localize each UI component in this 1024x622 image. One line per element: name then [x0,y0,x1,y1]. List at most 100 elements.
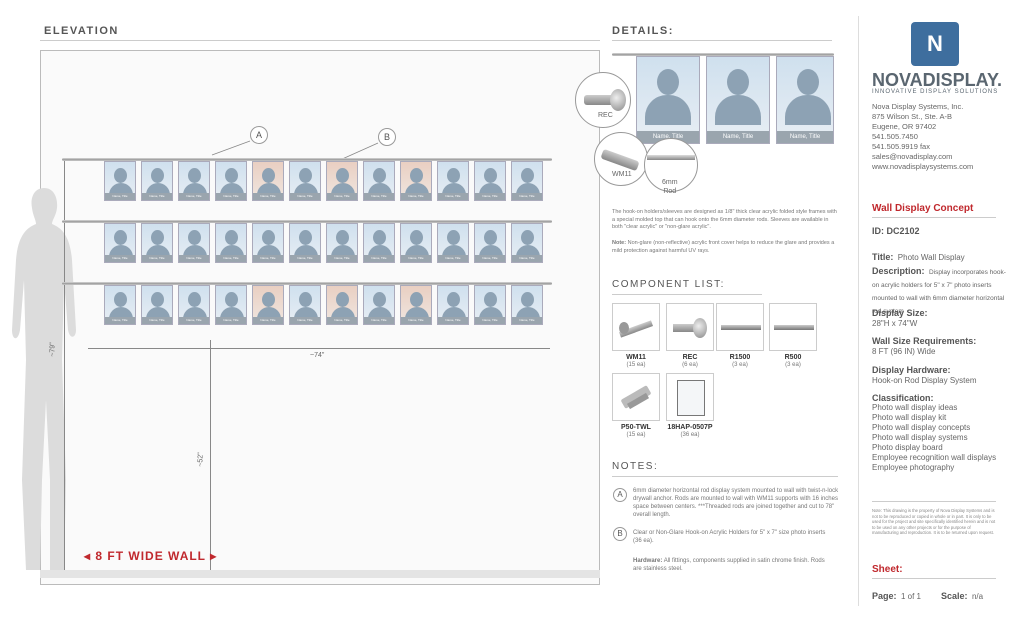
photo-holder: Name, Title [104,223,136,263]
photo-holder: Name, Title [400,223,432,263]
photo-caption: Name, Title [438,193,468,200]
photo-caption: Name, Title [142,317,172,324]
title-row: Title: Photo Wall Display [872,247,1002,265]
r1500-qty: (3 ea) [732,362,748,368]
concept-divider [872,217,996,218]
sheet-title: Sheet: [872,564,903,575]
note-b-text: Clear or Non-Glare Hook-on Acrylic Holde… [633,530,826,544]
photo-caption: Name, Title [142,193,172,200]
photo-caption: Name, Title [105,317,135,324]
r500-qty: (3 ea) [785,362,801,368]
photo-caption: Name, Title [290,255,320,262]
address-line: 541.505.9919 fax [872,142,930,151]
callout-a: A [250,126,268,144]
18hap-qty: (36 ea) [680,432,700,438]
rod [62,282,552,285]
details-note-label: Note: [612,240,627,246]
photo-holder: Name, Title [511,223,543,263]
page-row: Page: 1 of 1 [872,586,921,604]
photo-caption: Name, Title [327,255,357,262]
wm11-name: WM11 [626,354,646,361]
photo-holder: Name, Title [474,161,506,201]
rec-component-image [666,303,714,351]
legal-divider [872,501,996,502]
photo-caption: Name, Title [438,317,468,324]
callout-a-label: A [255,130,262,140]
details-title: DETAILS: [612,25,674,37]
photo-holder: Name, Title [326,161,358,201]
photo-caption: Name, Title [216,255,246,262]
18hap-component-image [666,373,714,421]
photo-holder: Name, Title [141,161,173,201]
rod-detail-circle [644,138,698,192]
classification-item: Employee photography [872,463,955,472]
page-label: Page: [872,591,897,601]
photo-caption: Name, Title [364,317,394,324]
photo-caption: Name, Title [290,193,320,200]
photo-caption: Name, Title [512,317,542,324]
notes-title: NOTES: [612,461,659,472]
photo-holder: Name, Title [326,223,358,263]
details-divider [612,40,832,41]
photo-holder: Name, Title [363,161,395,201]
photo-caption: Name, Title [179,255,209,262]
wm11-label: WM11 [612,171,632,178]
note-a-marker-label: A [617,490,623,499]
photo-caption: Name, Title [290,317,320,324]
company-tagline: INNOVATIVE DISPLAY SOLUTIONS [872,89,999,95]
photo-caption: Name, Title [253,193,283,200]
photo-holder: Name, Title [215,223,247,263]
width-dim-line [88,348,550,349]
p50twl-name: P50-TWL [621,424,651,431]
photo-caption: Name, Title [364,193,394,200]
photo-holder: Name, Title [400,161,432,201]
detail-photo-1: Name, Title [636,56,700,144]
photo-holder: Name, Title [474,285,506,325]
photo-caption: Name, Title [401,255,431,262]
photo-holder: Name, Title [215,161,247,201]
wall-width-label: ◂ 8 FT WIDE WALL ▸ [84,549,217,563]
photo-holder: Name, Title [363,285,395,325]
detail-photo-3: Name, Title [776,56,834,144]
photo-holder: Name, Title [511,161,543,201]
photo-holder: Name, Title [178,161,210,201]
photo-caption: Name, Title [179,317,209,324]
photo-caption: Name, Title [216,193,246,200]
concept-title: Wall Display Concept [872,203,974,214]
title-label: Title: [872,252,894,262]
photo-caption: Name, Title [253,317,283,324]
rod [62,158,552,161]
photo-holder: Name, Title [437,285,469,325]
classification-item: Photo display board [872,443,943,452]
photo-caption: Name, Title [438,255,468,262]
id-row: ID: DC2102 [872,226,920,236]
desc-row: Description: Display incorporates hook-o… [872,265,1012,317]
classification-item: Employee recognition wall displays [872,453,997,462]
photo-caption: Name, Title [253,255,283,262]
classification-item: Photo wall display concepts [872,423,971,432]
photo-caption: Name, Title [327,317,357,324]
elevation-title: ELEVATION [44,25,119,37]
hardware-value: Hook-on Rod Display System [872,376,977,385]
photo-caption: Name, Title [142,255,172,262]
address-line: Nova Display Systems, Inc. [872,102,964,111]
address-line: 875 Wilson St., Ste. A-B [872,112,953,121]
classification-item: Photo wall display systems [872,433,968,442]
photo-holder: Name, Title [289,285,321,325]
r1500-component-image [716,303,764,351]
photo-caption: Name, Title [401,317,431,324]
note-a-marker: A [613,488,627,502]
note-hardware: Hardware: All fittings, components suppl… [633,557,833,573]
floor-dim-line [210,340,211,570]
height-dim-line [64,160,65,570]
company-logo-text: NOVADISPLAY. [872,70,1003,90]
note-a-text: 6mm diameter horizontal rod display syst… [633,488,839,518]
scale-row: Scale: n/a [941,586,983,604]
wm11-qty: (15 ea) [626,362,646,368]
photo-holder: Name, Title [363,223,395,263]
details-note: Note: Non-glare (non-reflective) acrylic… [612,240,838,255]
component-list-title: COMPONENT LIST: [612,279,725,290]
photo-holder: Name, Title [326,285,358,325]
person-silhouette [12,188,76,570]
rod-label-line1: 6mm [662,179,678,186]
